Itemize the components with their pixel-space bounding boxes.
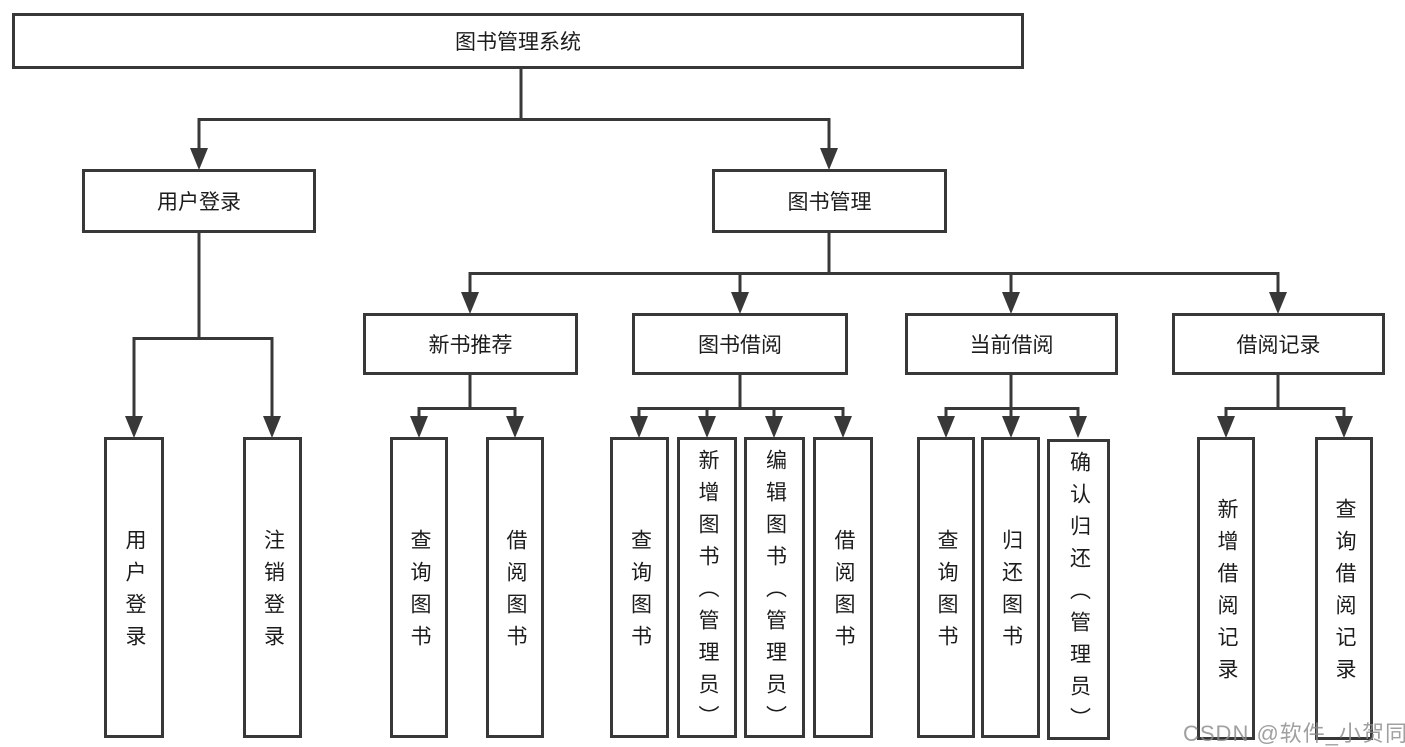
leaf-borrow-books-recommend: 借阅图书 (486, 437, 544, 738)
node-label: 当前借阅 (969, 334, 1054, 357)
node-label: 编辑图书（管理员） (763, 449, 787, 737)
node-current-borrowing: 当前借阅 (905, 313, 1118, 375)
node-library-management-system: 图书管理系统 (12, 13, 1024, 69)
node-borrowing-records: 借阅记录 (1172, 313, 1385, 375)
connector-new-book-to-leaves (417, 373, 517, 426)
node-label: 查询借阅记录 (1333, 498, 1356, 690)
node-label: 新增借阅记录 (1215, 498, 1238, 690)
node-user-login: 用户登录 (82, 169, 316, 233)
leaf-query-books-current: 查询图书 (917, 437, 975, 738)
node-label: 查询图书 (628, 529, 652, 657)
connector-user-login-to-leaves (132, 231, 274, 426)
node-label: 用户登录 (157, 191, 241, 214)
node-label: 确认归还（管理员） (1067, 451, 1091, 739)
arrowheads (125, 148, 1353, 438)
leaf-edit-book-admin: 编辑图书（管理员） (744, 437, 805, 738)
node-label: 借阅记录 (1236, 334, 1321, 357)
leaf-add-book-admin: 新增图书（管理员） (677, 437, 737, 738)
leaf-query-books-borrow: 查询图书 (610, 437, 669, 738)
node-label: 查询图书 (408, 529, 431, 657)
connector-root-to-level2 (197, 67, 831, 154)
leaf-user-login: 用户登录 (104, 437, 164, 738)
node-label: 注销登录 (261, 529, 285, 657)
node-label: 新增图书（管理员） (696, 449, 719, 737)
connector-borrow-records-to-leaves (1224, 373, 1346, 426)
leaf-logout: 注销登录 (243, 437, 302, 738)
connector-book-management-to-level3 (468, 231, 1280, 300)
node-label: 归还图书 (999, 529, 1023, 657)
leaf-borrow-books: 借阅图书 (813, 437, 873, 738)
node-book-borrowing: 图书借阅 (632, 313, 848, 375)
node-label: 借阅图书 (504, 529, 527, 657)
node-label: 借阅图书 (832, 529, 855, 657)
node-label: 图书管理系统 (455, 31, 581, 54)
leaf-confirm-return-admin: 确认归还（管理员） (1047, 439, 1110, 740)
node-new-book-recommendation: 新书推荐 (363, 313, 578, 375)
leaf-query-borrow-record: 查询借阅记录 (1315, 437, 1373, 740)
leaf-query-books-recommend: 查询图书 (390, 437, 448, 738)
node-label: 用户登录 (123, 529, 146, 657)
node-label: 图书管理 (787, 191, 872, 214)
node-label: 查询图书 (935, 529, 958, 657)
leaf-return-books: 归还图书 (981, 437, 1040, 738)
leaf-add-borrow-record: 新增借阅记录 (1197, 437, 1255, 740)
node-label: 图书借阅 (698, 334, 782, 357)
node-label: 新书推荐 (428, 334, 513, 357)
connector-book-borrow-to-leaves (637, 373, 845, 426)
node-book-management: 图书管理 (712, 169, 947, 233)
